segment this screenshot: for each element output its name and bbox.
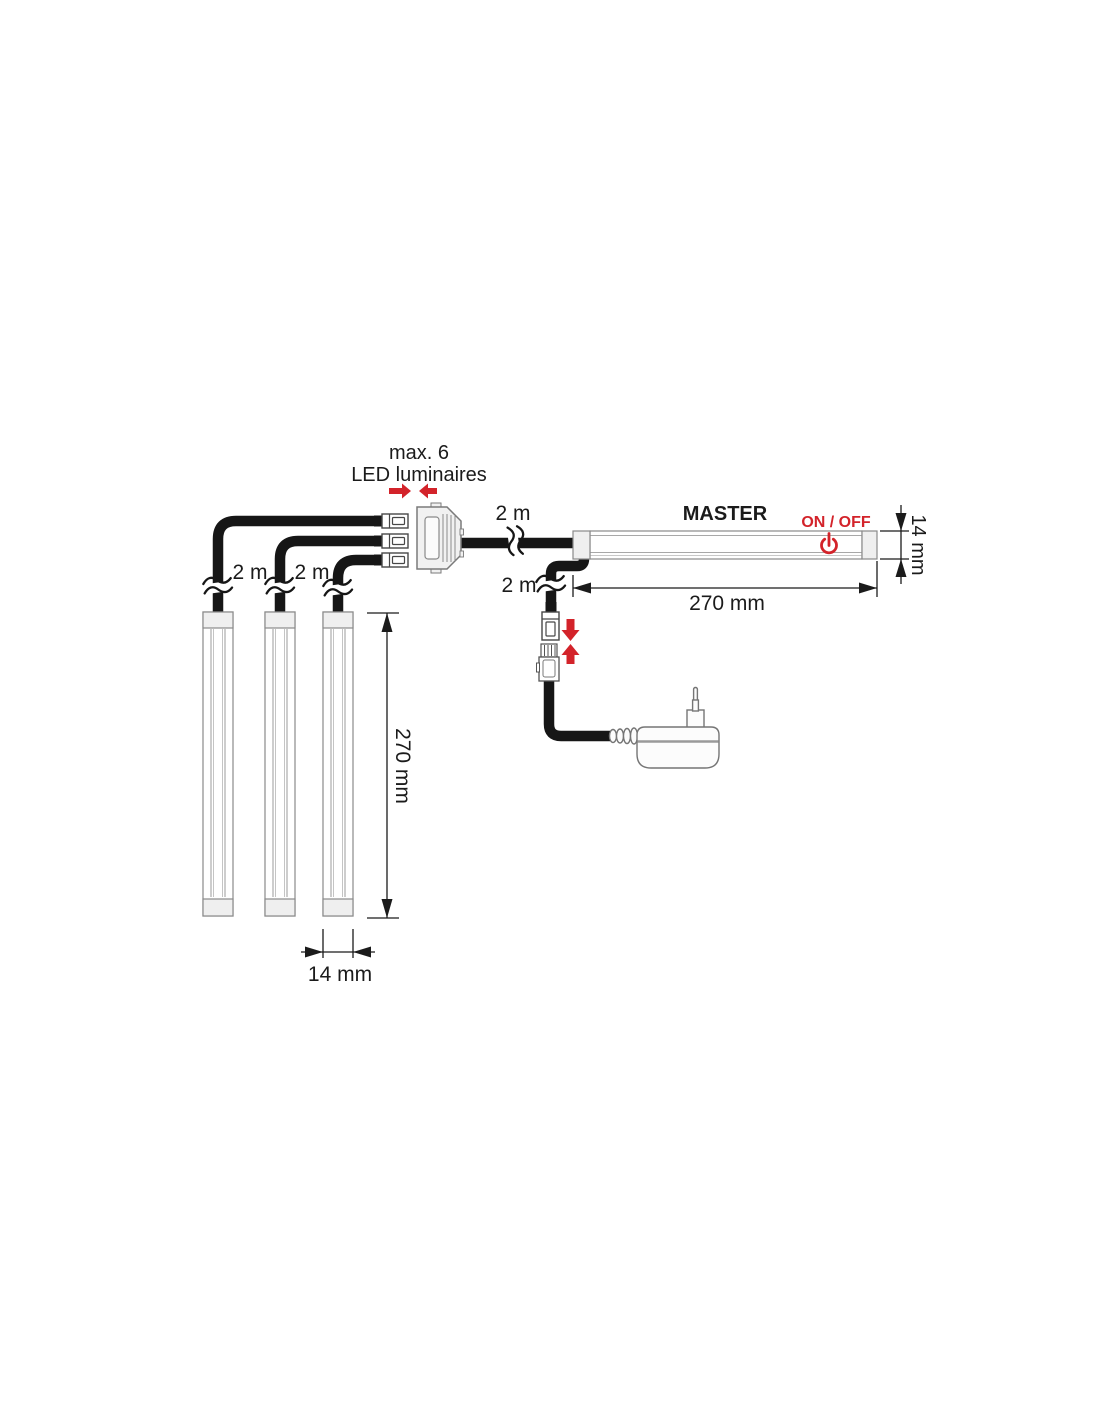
luminaire-bar-3: [322, 611, 354, 917]
bar-bottom-endcap: [264, 898, 296, 917]
connector-plug-3: [374, 552, 409, 568]
bar-bottom-endcap: [322, 898, 354, 917]
cable-length-label-master-power: 2 m: [501, 574, 536, 597]
on-off-label: ON / OFF: [801, 514, 871, 531]
connector-plug-2: [374, 533, 409, 549]
luminaire-height-label: 270 mm: [391, 728, 414, 804]
splitter-slot: [424, 516, 440, 560]
master-left-endcap: [572, 530, 591, 560]
bar-top-endcap: [202, 611, 234, 629]
master-label: MASTER: [683, 503, 768, 525]
luminaire-bar-1: [202, 611, 234, 917]
adapter-plug-block: [686, 709, 705, 729]
cable-master-to-power: [545, 553, 590, 604]
master-power-plug: [541, 602, 560, 641]
cable-luminaire-3: [332, 554, 376, 614]
luminaire-bar-2: [264, 611, 296, 917]
master-bar: [572, 530, 878, 560]
cable-length-label-splitter-master: 2 m: [495, 502, 530, 525]
dim-luminaire-height: 270 mm: [367, 612, 414, 919]
bar-top-endcap: [322, 611, 354, 629]
luminaire-width-label: 14 mm: [308, 963, 372, 986]
master-height-label: 14 mm: [907, 514, 929, 575]
strain-relief: [608, 727, 639, 745]
cable-luminaire-1: [212, 515, 376, 614]
dim-master-height: 14 mm: [880, 505, 929, 584]
splitter-ribs: [442, 514, 456, 562]
connector-plug-1: [374, 513, 409, 529]
adapter-body: [636, 726, 720, 769]
cable-length-label-2: 2 m: [294, 561, 329, 584]
splitter-box: [416, 502, 464, 574]
cable-length-label-1: 2 m: [232, 561, 267, 584]
cable-luminaire-2: [274, 535, 376, 614]
power-adapter: [608, 686, 720, 769]
adapter-plug-pin-icon: [691, 686, 700, 712]
power-supply-socket: [536, 643, 560, 682]
bar-top-endcap: [264, 611, 296, 629]
cable-power-adapter: [543, 680, 612, 742]
dim-luminaire-width: 14 mm: [301, 929, 375, 986]
connector-mate-arrow-down-icon: [561, 619, 580, 641]
max-luminaires-line1: max. 6: [389, 442, 449, 464]
master-length-label: 270 mm: [689, 592, 765, 615]
plug-direction-arrow-right-icon: [389, 483, 411, 499]
power-icon: [820, 532, 838, 555]
plug-direction-arrow-left-icon: [419, 483, 437, 499]
max-luminaires-line2: LED luminaires: [351, 464, 487, 486]
bar-bottom-endcap: [202, 898, 234, 917]
dim-master-length: 270 mm: [572, 561, 878, 615]
connector-mate-arrow-up-icon: [561, 644, 580, 664]
master-right-endcap: [861, 530, 878, 560]
